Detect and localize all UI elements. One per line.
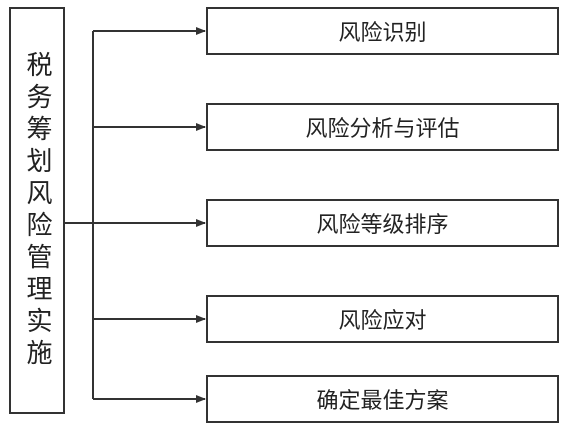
step-label-determine-best-plan: 确定最佳方案 xyxy=(316,389,449,414)
main-process-box: 税务筹划风险管理实施 xyxy=(9,7,65,414)
step-box-risk-identification: 风险识别 xyxy=(206,7,559,55)
step-label-risk-level-ranking: 风险等级排序 xyxy=(316,213,449,238)
step-box-risk-response: 风险应对 xyxy=(206,295,559,343)
step-label-risk-response: 风险应对 xyxy=(338,309,427,334)
step-box-determine-best-plan: 确定最佳方案 xyxy=(206,375,559,423)
step-label-risk-analysis-evaluation: 风险分析与评估 xyxy=(305,117,460,142)
step-box-risk-analysis-evaluation: 风险分析与评估 xyxy=(206,103,559,151)
step-box-risk-level-ranking: 风险等级排序 xyxy=(206,199,559,247)
main-process-label: 税务筹划风险管理实施 xyxy=(22,50,52,371)
step-label-risk-identification: 风险识别 xyxy=(338,21,427,46)
